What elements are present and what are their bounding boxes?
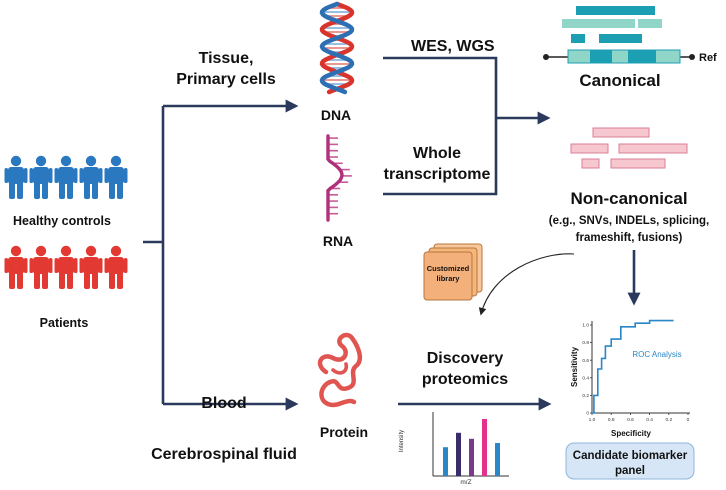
ms-xlabel: m/Z [460, 479, 471, 486]
roc-y-tick-1: 0 [586, 411, 589, 417]
ms-peak-3 [469, 438, 474, 476]
ms-peak-2 [456, 432, 461, 476]
biomarker-panel-line1: Candidate biomarker [573, 450, 688, 462]
roc-y-tick-6: 1.0 [582, 323, 589, 329]
flow-arrows [143, 56, 641, 411]
arrow-library-to-proteomics [478, 253, 575, 316]
noncanonical-examples-line2: frameshift, fusions) [576, 232, 683, 244]
proteomics-label: proteomics [422, 371, 508, 388]
roc-y-tick-5: 0.8 [582, 340, 589, 346]
wes-wgs-label: WES, WGS [411, 38, 495, 55]
roc-y-tick-3: 0.4 [582, 375, 589, 381]
patients-group [4, 245, 128, 289]
rna-strand-icon [326, 134, 352, 222]
control-person-icon-4 [79, 155, 103, 199]
arrow-rna-line [383, 118, 498, 196]
protein-label: Protein [320, 424, 368, 440]
patient-person-icon-2 [29, 245, 53, 289]
roc-x-tick-5: 0.2 [665, 417, 672, 423]
discovery-label: Discovery [427, 350, 504, 367]
patients-label: Patients [40, 316, 89, 330]
biomarker-panel-line2: panel [615, 465, 645, 477]
protein-coil-icon [317, 332, 363, 408]
whole-label: Whole [413, 145, 461, 162]
patient-person-icon-3 [54, 245, 78, 289]
healthy-controls-group [4, 155, 128, 199]
roc-y-tick-2: 0.2 [582, 393, 589, 399]
csf-label: Cerebrospinal fluid [151, 446, 297, 463]
roc-xlabel: Specificity [611, 429, 652, 438]
roc-x-tick-3: 0.6 [627, 417, 634, 423]
roc-curve-chart: 1.0 0.8 0.6 0.4 0.2 0 0 0.2 0.4 0.6 0.8 1.0 [582, 319, 690, 423]
ms-ylabel: Intensity [399, 430, 405, 452]
primary-cells-label: Primary cells [176, 71, 276, 88]
ms-peak-5 [495, 443, 500, 476]
canonical-reads-icon [543, 6, 695, 64]
roc-x-tick-4: 0.4 [646, 417, 653, 423]
control-person-icon-1 [4, 155, 28, 199]
control-person-icon-5 [104, 155, 128, 199]
rna-label: RNA [323, 233, 353, 249]
control-person-icon-3 [54, 155, 78, 199]
roc-y-tick-4: 0.6 [582, 358, 589, 364]
mass-spectrum-chart [432, 412, 509, 477]
noncanonical-examples-line1: (e.g., SNVs, INDELs, splicing, [549, 215, 709, 227]
roc-ylabel: Sensitivity [570, 346, 579, 387]
stacked-documents-icon [423, 243, 483, 301]
patient-person-icon-5 [104, 245, 128, 289]
patient-person-icon-4 [79, 245, 103, 289]
library-label-line1: Customized [427, 264, 470, 273]
blood-label: Blood [201, 395, 246, 412]
healthy-controls-label: Healthy controls [13, 214, 111, 228]
biomarker-panel-box [565, 442, 695, 480]
patient-person-icon-1 [4, 245, 28, 289]
noncanonical-label: Non-canonical [570, 189, 687, 208]
canonical-label: Canonical [579, 71, 660, 90]
transcriptome-label: transcriptome [384, 166, 491, 183]
roc-x-tick-6: 0 [687, 417, 690, 423]
roc-annotation: ROC Analysis [632, 350, 681, 359]
noncanonical-reads-icon [570, 127, 688, 169]
dna-double-helix-icon [319, 1, 355, 95]
control-person-icon-2 [29, 155, 53, 199]
dna-label: DNA [321, 107, 351, 123]
roc-x-tick-2: 0.8 [608, 417, 615, 423]
roc-x-tick-1: 1.0 [589, 417, 596, 423]
ref-label: Ref [699, 52, 717, 64]
ms-peak-1 [443, 447, 448, 476]
library-label-line2: library [437, 274, 461, 283]
ms-peak-4 [482, 419, 487, 476]
tissue-label: Tissue, [199, 50, 254, 67]
roc-curve [592, 319, 674, 414]
arrow-dna-line [383, 56, 498, 118]
